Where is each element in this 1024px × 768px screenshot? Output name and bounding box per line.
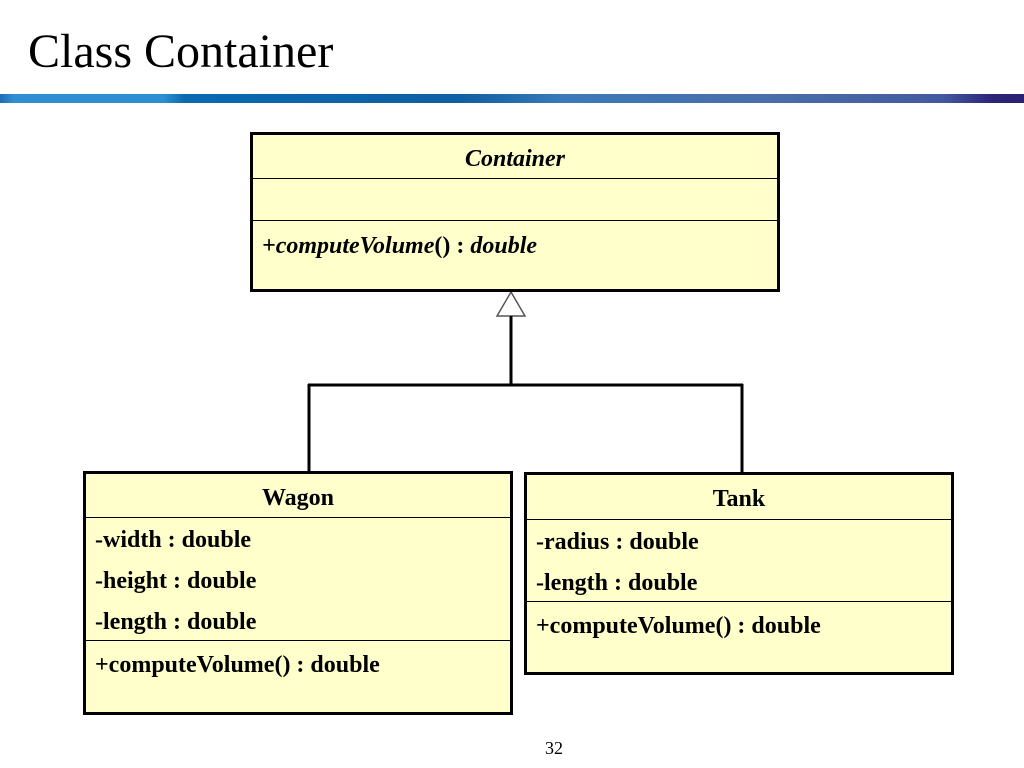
class-tank[interactable]: Tank -radius : double -length : double +… xyxy=(524,472,954,675)
slide-title: Class Container xyxy=(28,25,334,78)
operation-row: +computeVolume() : double xyxy=(253,221,777,271)
page-number: 32 xyxy=(545,738,563,758)
attribute-row: -height : double xyxy=(95,568,257,594)
operation-return-type: double xyxy=(470,233,538,259)
generalization-arrowhead-icon xyxy=(495,290,527,317)
operation-name: computeVolume xyxy=(275,233,435,259)
title-accent-bar xyxy=(0,94,1024,103)
operations-compartment: +computeVolume() : double xyxy=(86,640,510,689)
class-wagon[interactable]: Wagon -width : double -height : double -… xyxy=(83,471,513,715)
attribute-row: -width : double xyxy=(95,527,252,553)
class-name: Wagon xyxy=(261,485,335,511)
attribute-row: -length : double xyxy=(536,570,698,596)
operation-params: () xyxy=(434,233,451,259)
attributes-compartment: -radius : double -length : double xyxy=(527,519,951,601)
attribute-row: -radius : double xyxy=(536,529,699,555)
attributes-compartment xyxy=(253,178,777,220)
attributes-compartment: -width : double -height : double -length… xyxy=(86,517,510,640)
operation-row: +computeVolume() : double xyxy=(95,652,380,678)
operations-compartment: +computeVolume() : double xyxy=(253,220,777,289)
operation-visibility: + xyxy=(262,233,276,259)
attribute-row: -length : double xyxy=(95,609,257,635)
class-name: Tank xyxy=(712,486,766,512)
class-container[interactable]: Container +computeVolume() : double xyxy=(250,132,780,292)
operation-row: +computeVolume() : double xyxy=(536,613,821,639)
class-name: Container xyxy=(464,146,566,172)
operations-compartment: +computeVolume() : double xyxy=(527,601,951,650)
operation-separator: : xyxy=(450,233,471,259)
